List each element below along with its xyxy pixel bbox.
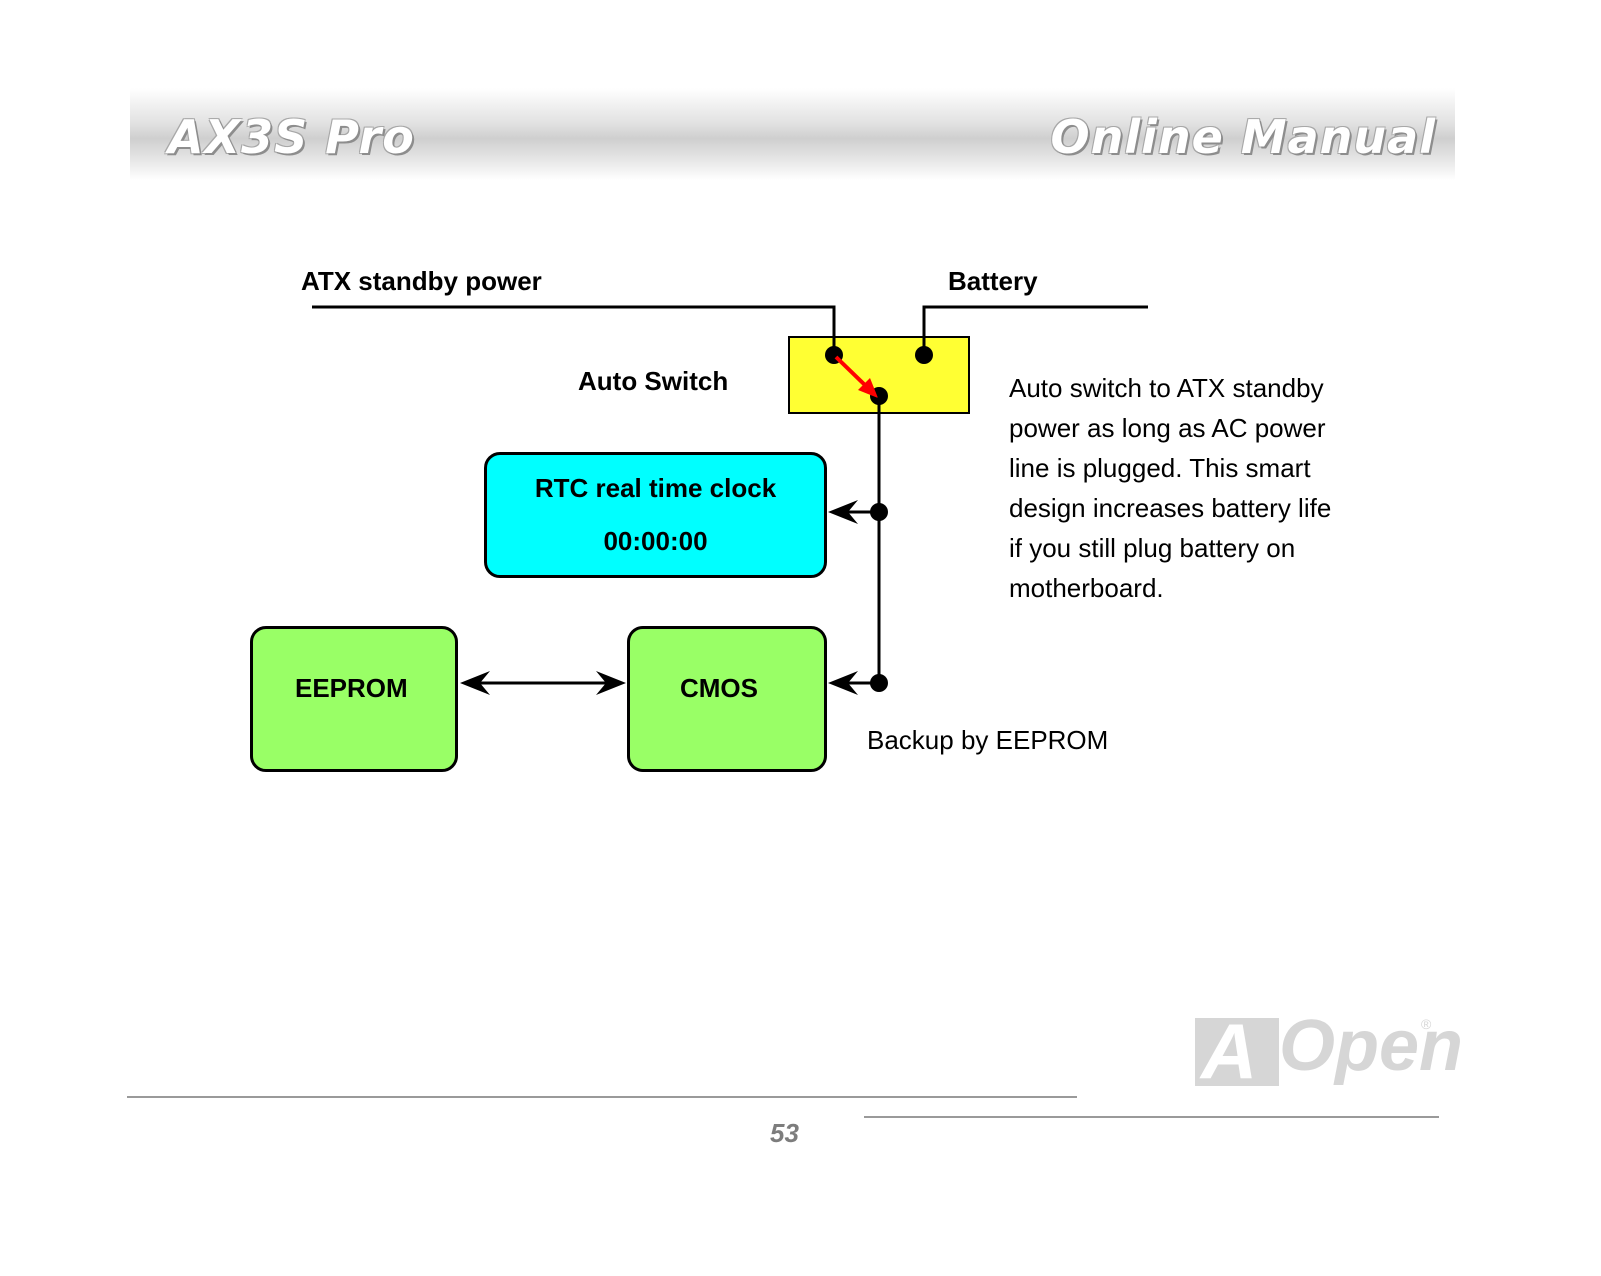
- aopen-logo-a-block: A: [1195, 1012, 1279, 1090]
- rtc-title: RTC real time clock: [534, 473, 777, 503]
- auto-switch-description: Auto switch to ATX standby power as long…: [1009, 368, 1389, 608]
- switch-arrow-line: [834, 355, 870, 390]
- eeprom-label: EEPROM: [295, 673, 408, 703]
- cmos-feed-arrowhead: [828, 671, 858, 695]
- atx-power-wire: [312, 305, 836, 355]
- page-number: 53: [770, 1118, 799, 1148]
- battery-contact: [915, 346, 933, 364]
- eeprom-box: EEPROM: [250, 626, 458, 772]
- auto-switch-label: Auto Switch: [578, 366, 729, 396]
- footer-rule-right: [864, 1116, 1439, 1118]
- description-line: if you still plug battery on: [1009, 533, 1296, 563]
- description-line: Auto switch to ATX standby: [1009, 373, 1324, 403]
- header-product-title: AX3S Pro: [168, 110, 415, 164]
- description-line: power as long as AC power: [1009, 413, 1326, 443]
- aopen-logo-text: Open: [1279, 1006, 1464, 1086]
- rtc-box: RTC real time clock 00:00:00: [484, 452, 827, 578]
- description-line: motherboard.: [1009, 573, 1164, 603]
- aopen-logo-a: A: [1201, 1007, 1258, 1095]
- cmos-label: CMOS: [680, 673, 758, 703]
- rtc-feed-arrowhead: [828, 500, 858, 524]
- header-band: [130, 88, 1455, 180]
- backup-label: Backup by EEPROM: [867, 725, 1109, 755]
- rtc-time: 00:00:00: [603, 526, 708, 556]
- footer-rule-left: [127, 1096, 1077, 1098]
- cmos-box: CMOS: [627, 626, 827, 772]
- description-line: line is plugged. This smart: [1009, 453, 1311, 483]
- switch-arrow-head: [858, 378, 878, 398]
- description-line: design increases battery life: [1009, 493, 1332, 523]
- aopen-logo: A Open ®: [1195, 1010, 1463, 1096]
- eeprom-side-arrowhead: [460, 671, 490, 695]
- atx-standby-power-label: ATX standby power: [301, 266, 542, 296]
- battery-wire: [922, 305, 1148, 355]
- registered-mark: ®: [1421, 1016, 1432, 1032]
- battery-label: Battery: [948, 266, 1038, 296]
- header-manual-title: Online Manual: [1050, 110, 1436, 164]
- cmos-side-arrowhead: [596, 671, 626, 695]
